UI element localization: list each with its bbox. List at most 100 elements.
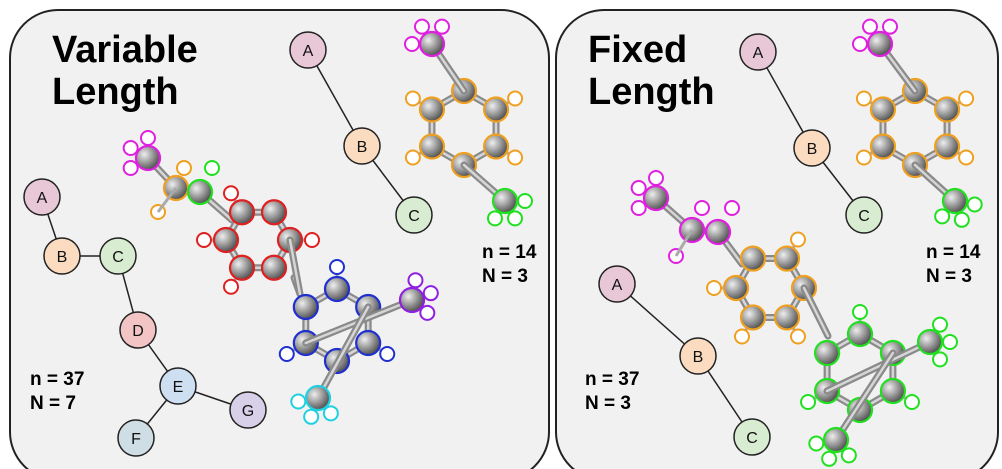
- graph-node-c: [845, 196, 883, 234]
- hydrogen: [204, 160, 220, 176]
- panel-title-line1: Fixed: [588, 29, 687, 71]
- graph-node-a: [739, 33, 777, 71]
- panel-title-line1: Variable: [52, 29, 198, 71]
- hydrogen: [648, 170, 664, 186]
- hydrogen: [304, 232, 320, 248]
- stat-n: n = 37: [30, 369, 84, 390]
- graph-node-label: C: [112, 249, 124, 266]
- stat-N: N = 3: [585, 393, 631, 414]
- hydrogen: [808, 435, 825, 452]
- graph-node-label: B: [57, 249, 68, 266]
- hydrogen: [278, 346, 295, 362]
- hydrogen: [706, 280, 722, 296]
- hydrogen: [852, 304, 868, 320]
- hydrogen: [422, 285, 439, 302]
- graph-node-label: C: [408, 208, 420, 225]
- graph-node-g: [229, 391, 267, 429]
- atom: [722, 274, 750, 302]
- hydrogen: [196, 232, 212, 248]
- bond-highlight: [288, 238, 302, 296]
- atom: [482, 133, 510, 160]
- atom: [642, 184, 670, 212]
- hydrogen: [140, 130, 156, 146]
- atom: [260, 199, 288, 226]
- hydrogen: [303, 408, 320, 425]
- atom: [355, 329, 382, 357]
- graph-node-a: [23, 178, 61, 216]
- atom: [916, 328, 944, 356]
- atom: [228, 199, 256, 226]
- atom: [933, 96, 961, 123]
- hydrogen: [414, 18, 430, 35]
- atom: [739, 245, 767, 272]
- atom: [398, 286, 426, 314]
- atom: [869, 96, 897, 123]
- atom: [491, 187, 519, 215]
- panel-title-line2: Length: [52, 71, 179, 113]
- atom: [941, 187, 969, 215]
- atom: [704, 218, 732, 246]
- atom: [846, 320, 874, 348]
- hydrogen: [694, 200, 710, 216]
- graph-node-d: [119, 311, 157, 349]
- atom: [933, 133, 961, 160]
- hydrogen: [404, 36, 420, 52]
- graph-node-label: F: [131, 431, 141, 448]
- hydrogen: [953, 211, 970, 228]
- atom: [418, 30, 446, 58]
- bond-highlight: [834, 351, 895, 442]
- graph-node-label: D: [132, 323, 144, 340]
- atom: [186, 178, 214, 206]
- atom: [879, 377, 907, 405]
- hydrogen: [942, 334, 958, 350]
- atom: [482, 96, 510, 123]
- stat-n: n = 37: [585, 369, 639, 390]
- hydrogen: [322, 405, 339, 422]
- hydrogen: [966, 196, 983, 213]
- hydrogen: [862, 18, 878, 35]
- graph-node-b: [679, 337, 717, 375]
- hydrogen: [122, 140, 139, 156]
- hydrogen: [934, 208, 951, 225]
- hydrogen: [517, 193, 533, 209]
- hydrogen: [507, 149, 524, 166]
- atom: [260, 254, 288, 281]
- hydrogen: [852, 36, 868, 52]
- hydrogen: [790, 328, 806, 345]
- hydrogen: [630, 200, 647, 216]
- atom: [418, 96, 446, 123]
- hydrogen: [419, 304, 436, 321]
- atom: [773, 304, 801, 331]
- atom: [866, 30, 894, 58]
- bond-highlight: [825, 340, 932, 393]
- hydrogen: [903, 394, 920, 410]
- graph-node-label: B: [807, 141, 818, 158]
- atom: [773, 245, 801, 272]
- hydrogen: [734, 328, 750, 345]
- hydrogen: [932, 316, 948, 333]
- atom: [869, 133, 897, 160]
- atom: [323, 275, 351, 303]
- atom: [822, 426, 850, 454]
- atom: [304, 384, 332, 412]
- hydrogen: [122, 160, 139, 176]
- hydrogen: [379, 346, 396, 362]
- graph-node-c: [733, 418, 771, 456]
- hydrogen: [176, 160, 192, 176]
- graph-node-label: B: [693, 349, 704, 366]
- stat-n: n = 14: [482, 242, 537, 263]
- hydrogen: [290, 393, 307, 410]
- hydrogen: [840, 447, 857, 464]
- hydrogen: [407, 272, 424, 289]
- stat-n: n = 14: [926, 242, 981, 263]
- hydrogen: [821, 450, 838, 467]
- graph-node-label: A: [612, 277, 623, 294]
- graph-node-c: [395, 196, 433, 234]
- hydrogen: [329, 259, 345, 275]
- hydrogen: [724, 200, 740, 216]
- atom: [739, 304, 767, 331]
- hydrogen: [507, 210, 523, 227]
- graph-node-c: [99, 237, 137, 275]
